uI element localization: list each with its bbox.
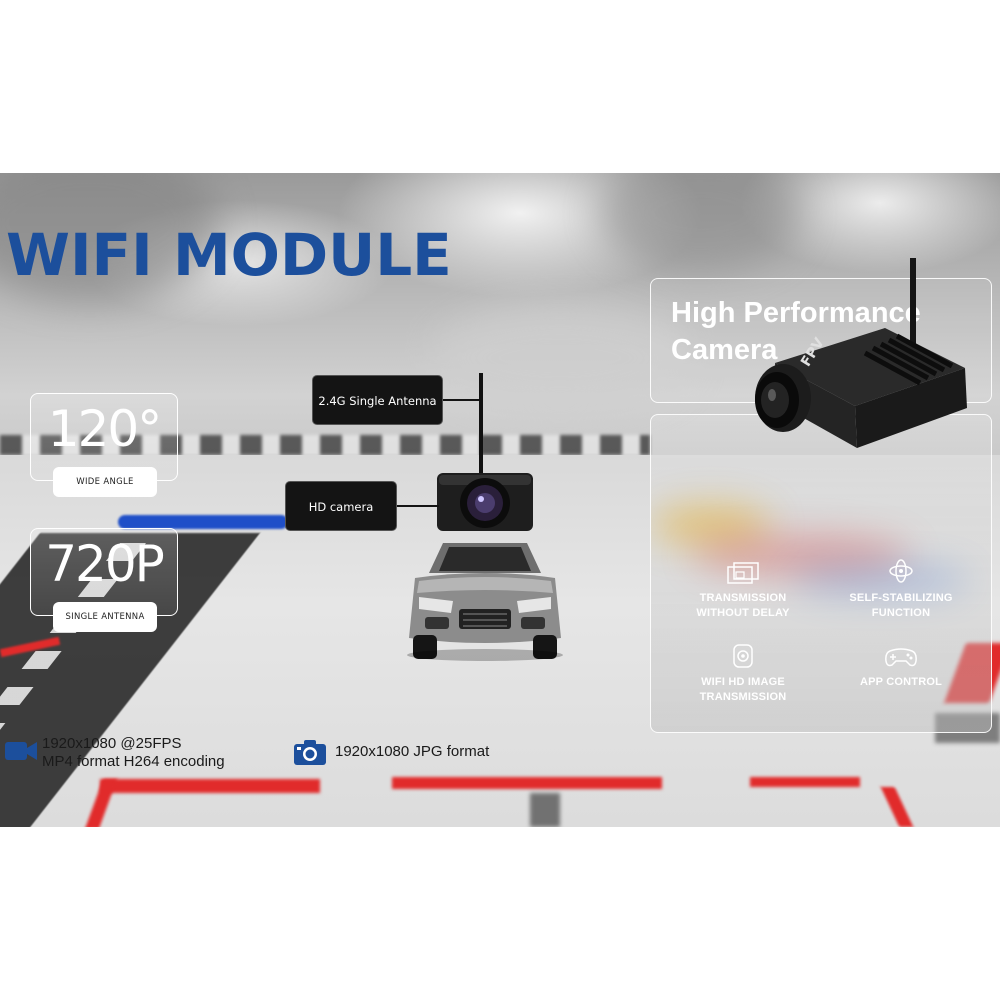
video-spec-line1: 1920x1080 @25FPS [42, 735, 182, 752]
panel-title: High Performance Camera [671, 295, 921, 369]
gamepad-icon [885, 648, 917, 667]
feature-wifi-image: WIFI HD IMAGE TRANSMISSION [668, 643, 818, 705]
panel-title-line2: Camera [671, 334, 778, 366]
gyro-icon [889, 559, 913, 583]
track-red-line [750, 777, 860, 787]
bg-wall [430, 303, 690, 413]
track-red-line [392, 777, 662, 789]
camera-callout: HD camera [285, 481, 397, 531]
bg-blur [791, 565, 971, 595]
photo-camera-icon [294, 740, 326, 765]
spec-label: SINGLE ANTENNA [53, 602, 157, 632]
spec-wide-angle: 120° WIDE ANGLE [30, 393, 178, 497]
video-spec-line2: MP4 format H264 encoding [42, 753, 225, 770]
track-red-line [100, 779, 320, 793]
feature-label-2: TRANSMISSION [699, 691, 787, 703]
wifi-camera-product-image: FPV [755, 258, 967, 448]
photo-spec: 1920x1080 JPG format [335, 743, 490, 760]
track-blue-barrier [118, 515, 288, 529]
antenna-callout: 2.4G Single Antenna [312, 375, 443, 425]
spec-resolution: 720P SINGLE ANTENNA [30, 528, 178, 632]
spec-value: 720P [45, 535, 165, 593]
camera-lens-icon [733, 644, 753, 668]
video-spec: 1920x1080 @25FPS MP4 format H264 encodin… [42, 735, 225, 771]
callout-connector [397, 505, 439, 507]
track-border [0, 435, 650, 455]
feature-app-control: APP CONTROL [826, 643, 976, 690]
spec-value: 120° [47, 400, 162, 458]
product-banner: WIFI MODULE 120° WIDE ANGLE 720P SINGLE … [0, 173, 1000, 827]
spec-label: WIDE ANGLE [53, 467, 157, 497]
feature-label-1: APP CONTROL [859, 676, 943, 688]
feature-label-1: SELF-STABILIZING [849, 592, 953, 604]
feature-label-2: FUNCTION [871, 607, 931, 619]
page-title: WIFI MODULE [6, 221, 452, 289]
feature-label-1: WIFI HD IMAGE [701, 676, 785, 688]
car-with-camera-image [407, 373, 563, 661]
video-camera-icon [5, 742, 37, 760]
track-dark-bar [530, 793, 560, 827]
feature-stabilizing: SELF-STABILIZING FUNCTION [826, 557, 976, 621]
feature-panel: TRANSMISSION WITHOUT DELAY SELF-STABILIZ… [650, 414, 992, 733]
bg-blur [651, 505, 771, 545]
bg-shadow [600, 173, 800, 273]
monitor-icon [727, 562, 759, 584]
feature-label-1: TRANSMISSION [699, 592, 787, 604]
feature-transmission: TRANSMISSION WITHOUT DELAY [668, 561, 818, 621]
callout-connector [443, 399, 479, 401]
panel-title-line1: High Performance [671, 297, 921, 329]
feature-label-2: WITHOUT DELAY [696, 607, 790, 619]
